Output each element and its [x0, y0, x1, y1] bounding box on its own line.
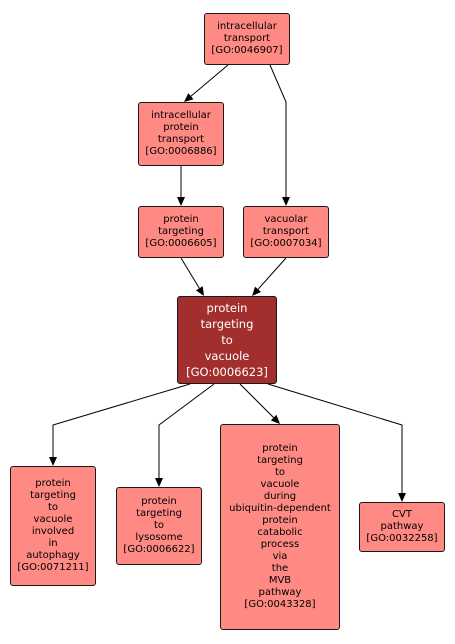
go-term-id: [GO:0046907]	[211, 45, 283, 56]
go-term-label-line: MVB	[268, 575, 292, 586]
edge-GO0046907-to-GO0006886	[184, 64, 229, 102]
go-term-label-line: protein	[262, 443, 298, 454]
go-term-label-line: process	[260, 539, 300, 550]
arrowhead	[252, 286, 261, 296]
go-term-label-line: protein	[35, 478, 71, 489]
go-term-label-line: protein	[141, 496, 177, 507]
arrowhead	[184, 93, 194, 102]
go-term-id: [GO:0006623]	[186, 365, 268, 379]
go-term-label-line: targeting	[158, 226, 204, 237]
go-term-label-line: pathway	[258, 587, 302, 598]
go-term-label-line: targeting	[30, 490, 76, 501]
go-term-label-line: transport	[157, 134, 205, 145]
arrowhead	[270, 414, 280, 424]
go-term-id: [GO:0006605]	[145, 238, 217, 249]
edge-GO0006886-to-GO0006605	[177, 166, 185, 206]
edge-GO0006623-to-GO0032258	[267, 383, 406, 502]
arrowhead	[49, 457, 57, 466]
go-term-label-line: the	[271, 563, 289, 574]
go-term-label-line: vacuole	[260, 479, 300, 490]
arrowhead	[195, 286, 204, 296]
go-term-label-line: to	[274, 467, 286, 478]
go-term-label-line: during	[263, 491, 297, 502]
go-term-label-line: vacuole	[204, 349, 250, 363]
go-term-label-line: catabolic	[257, 527, 303, 538]
go-term-label-line: transport	[223, 33, 271, 44]
go-term-label-line: targeting	[136, 508, 182, 519]
go-term-id: [GO:0006622]	[123, 544, 195, 555]
go-term-label-line: CVT	[392, 509, 412, 520]
go-term-label-line: protein	[262, 515, 298, 526]
go-term-label-line: protein	[206, 301, 248, 315]
go-term-id: [GO:0043328]	[244, 599, 316, 610]
arrowhead	[282, 197, 290, 206]
go-term-label-line: to	[47, 502, 59, 513]
go-term-id: [GO:0007034]	[250, 238, 322, 249]
go-term-label-line: vacuolar	[264, 214, 308, 225]
go-term-label-line: pathway	[380, 521, 424, 532]
go-term-id: [GO:0032258]	[366, 533, 438, 544]
go-term-id: [GO:0006886]	[145, 146, 217, 157]
go-term-label-line: to	[221, 333, 233, 347]
go-term-label-line: to	[153, 520, 165, 531]
go-term-id: [GO:0071211]	[17, 562, 89, 573]
go-term-label-line: lysosome	[135, 532, 183, 543]
go-term-label-line: targeting	[257, 455, 303, 466]
go-term-label-line: in	[48, 538, 58, 549]
edge-GO0006623-to-GO0043328	[239, 383, 280, 424]
go-term-label-line: intracellular	[151, 110, 211, 121]
go-term-label-line: targeting	[200, 317, 254, 331]
edge-GO0007034-to-GO0006623	[252, 257, 287, 296]
go-term-node-go0006623[interactable]: protein targeting to vacuole [GO:0006623]	[177, 296, 277, 384]
go-term-label-line: vacuole	[33, 514, 73, 525]
edge-GO0006623-to-GO0071211	[49, 383, 191, 466]
arrowhead	[177, 197, 185, 206]
go-term-label-line: autophagy	[26, 550, 80, 561]
go-term-label-line: involved	[31, 526, 75, 537]
go-term-label-line: protein	[163, 122, 199, 133]
go-term-label-line: via	[272, 551, 288, 562]
go-term-label-line: ubiquitin-dependent	[229, 503, 331, 514]
edge-GO0046907-to-GO0007034	[269, 64, 290, 206]
arrowhead	[155, 478, 163, 487]
go-term-label-line: protein	[163, 214, 199, 225]
edge-GO0006623-to-GO0006622	[155, 383, 215, 487]
arrowhead	[398, 493, 406, 502]
go-term-label-line: transport	[262, 226, 310, 237]
go-term-label-line: intracellular	[217, 21, 277, 32]
edge-GO0006605-to-GO0006623	[180, 257, 204, 296]
